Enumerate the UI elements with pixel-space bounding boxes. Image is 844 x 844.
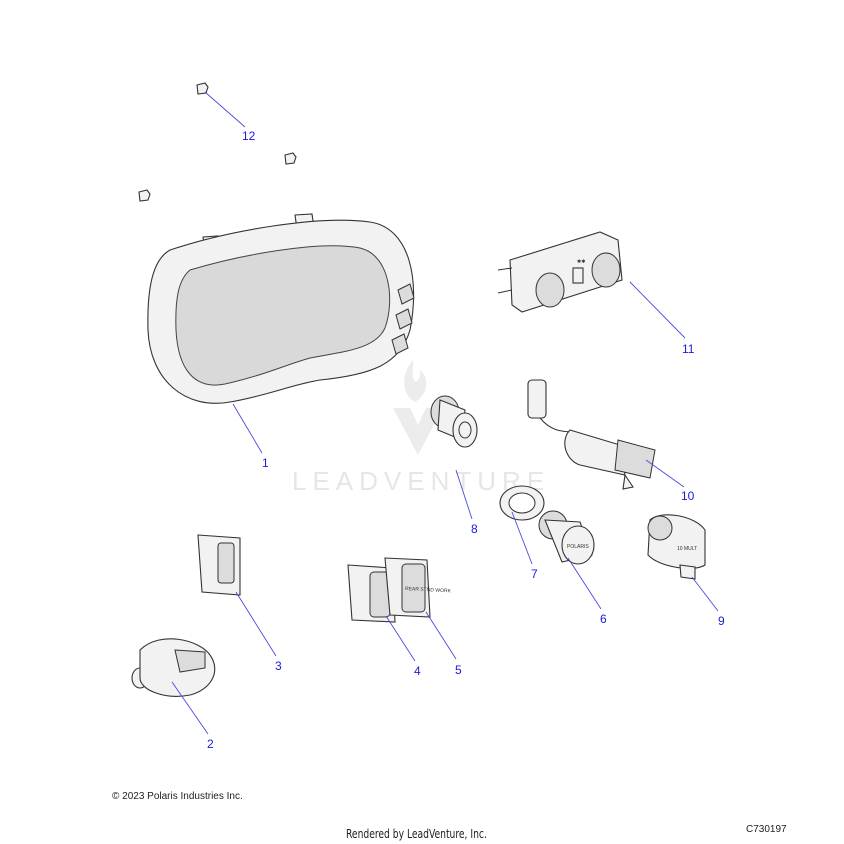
callout-8[interactable]: 8 (471, 522, 478, 536)
leadventure-watermark: LEADVENTURE (292, 360, 550, 496)
callout-9[interactable]: 9 (718, 614, 725, 628)
part-10-outlet-harness (527, 379, 656, 490)
svg-text:LEADVENTURE: LEADVENTURE (292, 466, 550, 496)
part-6-outlet: POLARIS (538, 510, 595, 565)
callout-2[interactable]: 2 (207, 737, 214, 751)
callout-5[interactable]: 5 (455, 663, 462, 677)
callouts: 1 2 3 4 5 6 7 8 9 10 11 12 (207, 129, 725, 751)
callout-11[interactable]: 11 (682, 342, 695, 356)
part-4-switch (347, 564, 396, 623)
part-5-switch: REAR STND WORK (384, 557, 452, 618)
diagram-id: C730197 (746, 824, 787, 835)
part-8-socket (430, 395, 478, 448)
part-7-nut (499, 485, 545, 521)
copyright-notice: © 2023 Polaris Industries Inc. (112, 791, 243, 802)
rendered-by-text: Rendered by LeadVenture, Inc. (346, 827, 487, 841)
callout-10[interactable]: 10 (681, 489, 695, 503)
svg-text:10 MULT: 10 MULT (677, 546, 697, 552)
leader-lines (171, 91, 719, 735)
callout-1[interactable]: 1 (262, 456, 269, 470)
part-12-screws (138, 82, 297, 202)
part-11-control-panel: ✱✱ (497, 231, 623, 313)
callout-7[interactable]: 7 (531, 567, 538, 581)
svg-text:POLARIS: POLARIS (567, 544, 589, 550)
part-9-outlet: 10 MULT (647, 514, 706, 580)
part-3-switch (197, 534, 241, 596)
part-2-ignition-switch (131, 638, 216, 697)
callout-3[interactable]: 3 (275, 659, 282, 673)
part-1-instrument-cluster (147, 213, 415, 404)
callout-6[interactable]: 6 (600, 612, 607, 626)
callout-4[interactable]: 4 (414, 664, 421, 678)
svg-text:✱✱: ✱✱ (577, 259, 585, 265)
callout-12[interactable]: 12 (242, 129, 256, 143)
svg-text:REAR STND WORK: REAR STND WORK (405, 586, 452, 594)
